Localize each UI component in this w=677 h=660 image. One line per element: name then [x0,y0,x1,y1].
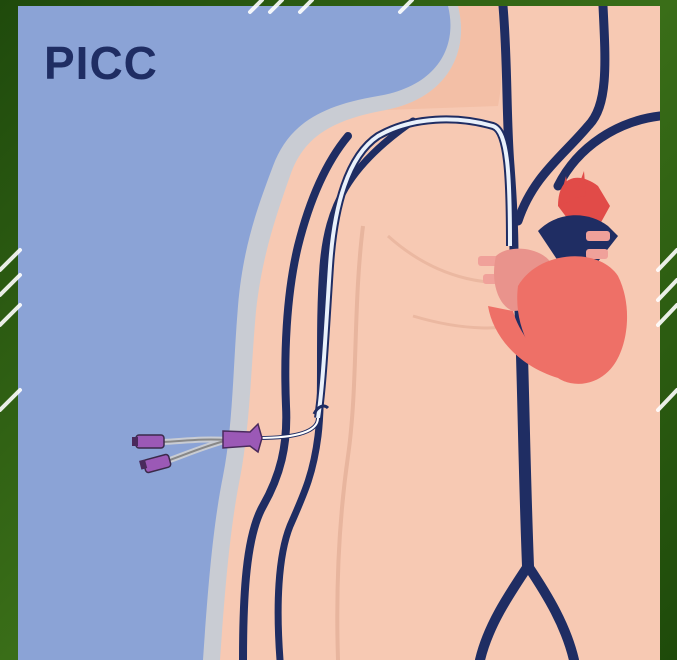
frame-streaks [0,0,677,660]
